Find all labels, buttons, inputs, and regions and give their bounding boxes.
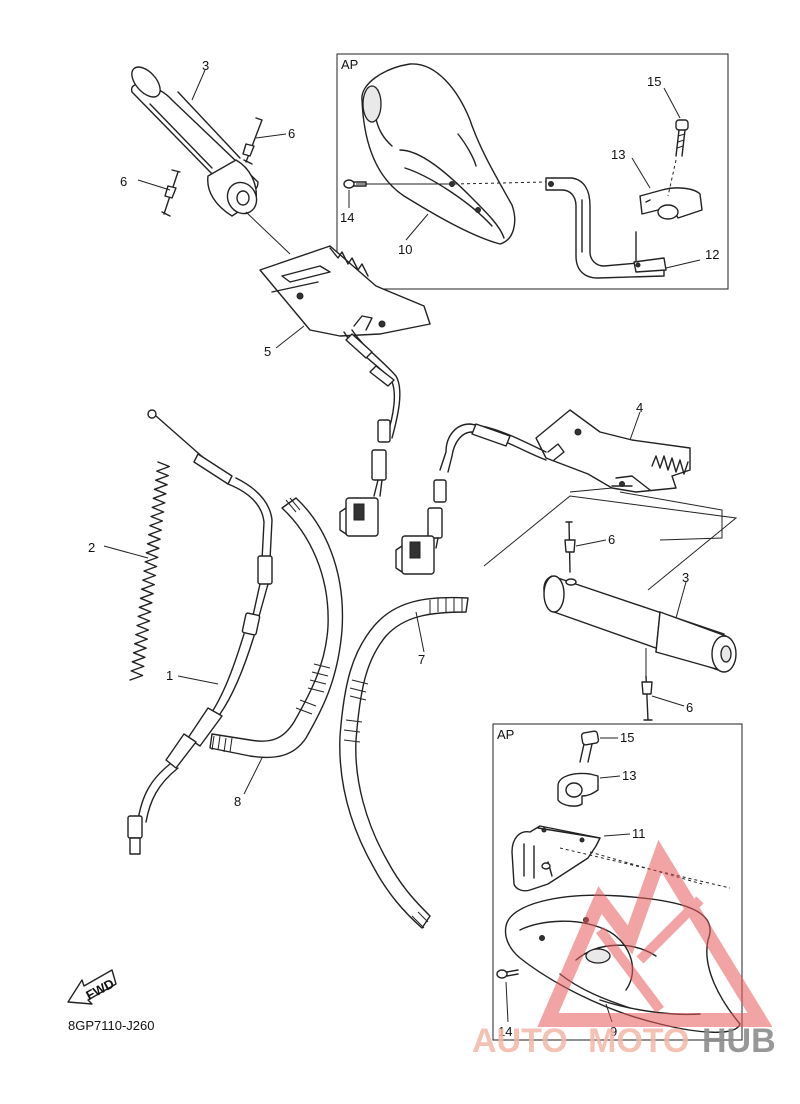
callout-12: 12: [705, 247, 719, 262]
callout-6-d: 6: [686, 700, 693, 715]
screw-14-top: [343, 179, 367, 189]
grip-right: [483, 495, 738, 673]
heater-wire-right: [395, 423, 547, 575]
callout-8: 8: [234, 794, 241, 809]
watermark-hub: HUB: [702, 1022, 776, 1060]
callout-13-b: 13: [622, 768, 636, 783]
fwd-arrow-icon: FWD: [67, 969, 117, 1005]
watermark-auto: AUTO: [472, 1022, 568, 1060]
clamp-13-top: [639, 187, 703, 220]
throttle-cable-1: [127, 409, 273, 855]
grip-left: [131, 66, 259, 217]
callout-6-a: 6: [288, 126, 295, 141]
spring-2: [129, 461, 171, 681]
hand-guard-left: [361, 63, 516, 245]
callout-3-left: 3: [202, 58, 209, 73]
callout-15: 15: [647, 74, 661, 89]
fwd-label: FWD: [83, 976, 116, 1003]
guard-bracket-11: [511, 825, 601, 892]
pin-6-right-b: [641, 675, 653, 721]
callout-6-c: 6: [608, 532, 615, 547]
callout-14-b: 14: [498, 1024, 512, 1039]
heater-wire-left: [339, 329, 401, 537]
diagram-code: 8GP7110-J260: [68, 1018, 155, 1033]
callout-1: 1: [166, 668, 173, 683]
guard-bracket-12: [545, 177, 667, 279]
grip-heater-left: [259, 245, 431, 337]
callout-11: 11: [632, 826, 646, 841]
spring-coil: [129, 461, 171, 681]
watermark-moto: MOTO: [588, 1022, 689, 1060]
screw-14-bottom: [496, 969, 519, 979]
watermark-text: AUTO MOTO HUB: [472, 1022, 776, 1060]
clamp-13-bottom: [557, 772, 599, 807]
callout-2: 2: [88, 540, 95, 555]
callout-3-right: 3: [682, 570, 689, 585]
pin-6-left-b: [161, 169, 181, 217]
callout-10: 10: [398, 242, 412, 257]
callout-9: 9: [610, 1024, 617, 1039]
callout-15-b: 15: [620, 730, 634, 745]
callout-14: 14: [340, 210, 354, 225]
pin-6-left-a: [242, 117, 263, 165]
ap-label-bottom: AP: [497, 727, 514, 742]
bolt-15-top: [675, 119, 689, 157]
ap-inset-top: AP: [336, 53, 729, 290]
callout-7: 7: [418, 652, 425, 667]
ap-inset-bottom: AP 15 13 11: [492, 723, 743, 1041]
ap-label-top: AP: [341, 57, 358, 72]
pin-6-right-a: [564, 521, 576, 573]
callout-4: 4: [636, 400, 643, 415]
watermark-logo: [537, 839, 773, 1027]
callout-13: 13: [611, 147, 625, 162]
callout-6-b: 6: [120, 174, 127, 189]
bolt-15-bottom: [579, 730, 600, 763]
hose-7: [339, 596, 469, 929]
grip-heater-right: [535, 409, 691, 493]
hose-8: [209, 497, 344, 759]
callout-5: 5: [264, 344, 271, 359]
